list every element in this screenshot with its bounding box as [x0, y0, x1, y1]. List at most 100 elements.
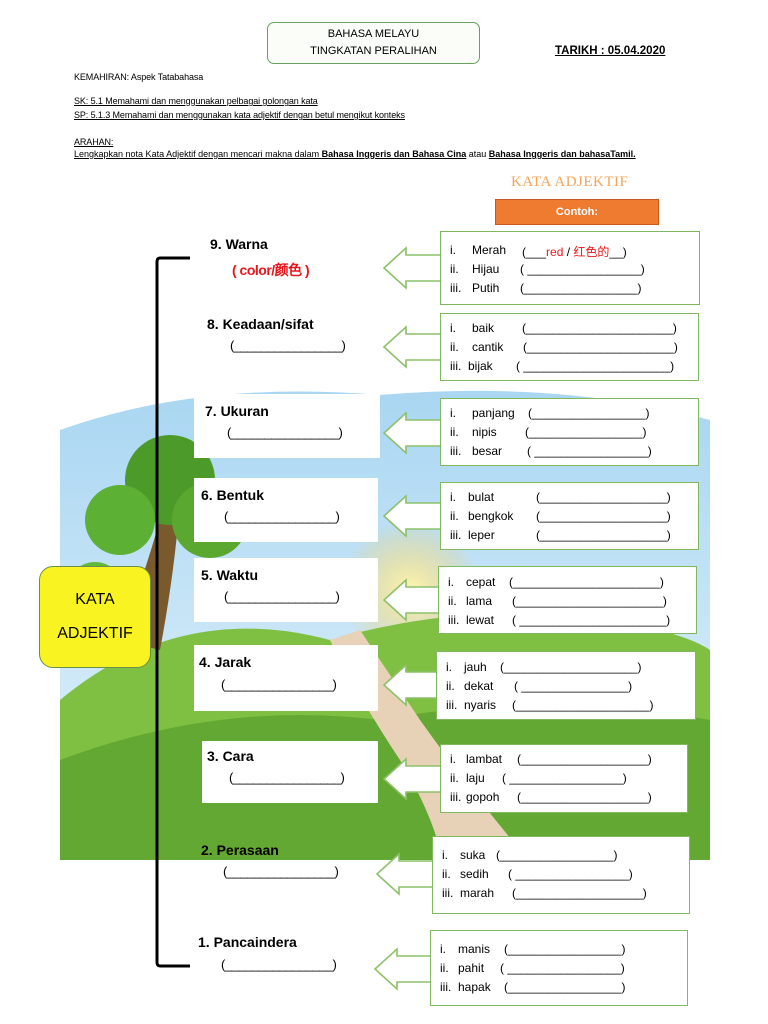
example-row: ii.nipis(_________________) — [450, 425, 646, 439]
example-blank[interactable]: (____________________) — [512, 698, 654, 712]
panel-jarak — [194, 645, 378, 711]
example-num: ii. — [450, 425, 459, 439]
sk-text: SK: 5.1 Memahami dan menggunakan pelbaga… — [74, 96, 318, 106]
example-row: i.suka(_________________) — [442, 848, 617, 862]
example-row: i.panjang(_________________) — [450, 406, 649, 420]
example-blank[interactable]: (___________________) — [536, 490, 671, 504]
arrow-icon — [373, 947, 433, 991]
example-blank[interactable]: (______________________) — [523, 340, 678, 354]
example-row: i.jauh(____________________) — [446, 660, 641, 674]
example-num: ii. — [442, 867, 451, 881]
category-pancaindera: 1. Pancaindera — [198, 934, 297, 950]
category-ukuran-blank[interactable]: (________________) — [227, 425, 343, 440]
example-num: i. — [440, 942, 446, 956]
example-num: i. — [448, 575, 454, 589]
panel-bentuk — [194, 478, 378, 542]
example-blank[interactable]: (_________________) — [504, 942, 626, 956]
example-word: bijak — [468, 359, 493, 373]
answer-close: __) — [609, 245, 627, 259]
example-num: iii. — [450, 281, 462, 295]
example-row: ii.pahit( _________________) — [440, 961, 625, 975]
example-blank[interactable]: (___________________) — [512, 886, 647, 900]
page-title: KATA ADJEKTIF — [511, 174, 629, 190]
category-bentuk: 6. Bentuk — [201, 487, 265, 503]
example-blank[interactable]: ( _________________) — [508, 867, 633, 881]
example-blank[interactable]: ( _________________) — [500, 961, 625, 975]
example-blank[interactable]: (___________________) — [536, 528, 671, 542]
example-word: lama — [466, 594, 493, 608]
example-blank[interactable]: ( ________________) — [514, 679, 633, 693]
example-blank[interactable]: ( _________________) — [520, 262, 645, 276]
arahan-bold-2: Bahasa Inggeris dan bahasaTamil. — [488, 149, 636, 159]
example-blank[interactable]: (______________________) — [522, 321, 677, 335]
category-pancaindera-blank[interactable]: (________________) — [221, 957, 337, 972]
example-blank[interactable]: ( ______________________) — [512, 613, 671, 627]
category-warna-answer: ( color/颜色 ) — [232, 262, 310, 278]
example-word: hapak — [458, 980, 491, 994]
example-row: iii. lewat ( ______________________) — [448, 613, 670, 627]
date-label: TARIKH : 05.04.2020 — [555, 45, 666, 57]
example-word: bengkok — [468, 509, 514, 523]
example-num: iii. — [440, 980, 452, 994]
arrow-icon — [375, 852, 435, 896]
example-num: ii. — [440, 961, 449, 975]
example-blank[interactable]: (_________________) — [504, 980, 626, 994]
example-word: lambat — [466, 752, 503, 766]
example-num: iii. — [450, 359, 462, 373]
example-num: iii. — [448, 613, 460, 627]
answer-chinese: 红色的 — [573, 245, 610, 259]
category-keadaan-blank[interactable]: (________________) — [230, 338, 346, 353]
example-row: iii.marah(___________________) — [442, 886, 647, 900]
example-blank[interactable]: (_________________) — [528, 406, 650, 420]
example-row: ii.bengkok(___________________) — [450, 509, 671, 523]
example-row: i. baik (______________________) — [450, 321, 677, 335]
example-num: iii. — [446, 698, 458, 712]
examples-jarak: i.jauh(____________________) ii.dekat( _… — [436, 651, 696, 720]
answer-open: (___ — [522, 245, 547, 259]
category-waktu: 5. Waktu — [201, 567, 259, 583]
example-blank[interactable]: (_________________) — [520, 281, 642, 295]
example-row: ii. sedih ( _________________) — [442, 867, 633, 881]
category-cara-blank[interactable]: (________________) — [229, 770, 345, 785]
example-word: sedih — [460, 867, 489, 881]
category-jarak-blank[interactable]: (________________) — [221, 677, 337, 692]
contoh-label: Contoh: — [495, 199, 659, 225]
example-blank[interactable]: (___________________) — [536, 509, 671, 523]
example-row: i.bulat(___________________) — [450, 490, 671, 504]
examples-ukuran: i.panjang(_________________) ii.nipis(__… — [440, 398, 699, 466]
category-cara: 3. Cara — [207, 748, 254, 764]
example-blank[interactable]: (____________________) — [500, 660, 642, 674]
arrow-icon — [382, 578, 442, 622]
example-word: baik — [472, 321, 495, 335]
example-num: i. — [450, 243, 456, 257]
example-word: bulat — [468, 490, 495, 504]
example-blank[interactable]: ( _________________) — [527, 444, 652, 458]
example-blank[interactable]: ( ______________________) — [516, 359, 675, 373]
example-row: i.lambat(___________________) — [450, 752, 652, 766]
example-word: cantik — [472, 340, 504, 354]
subject-header: BAHASA MELAYU TINGKATAN PERALIHAN — [267, 22, 480, 64]
category-perasaan-blank[interactable]: (________________) — [223, 864, 339, 879]
example-num: i. — [442, 848, 448, 862]
category-bentuk-blank[interactable]: (________________) — [224, 509, 340, 524]
example-blank[interactable]: ( _________________) — [502, 771, 627, 785]
example-blank[interactable]: (______________________) — [512, 594, 667, 608]
center-line-1: KATA — [75, 591, 115, 608]
example-blank[interactable]: (___________________) — [517, 752, 652, 766]
example-word: marah — [460, 886, 495, 900]
example-word: lewat — [466, 613, 495, 627]
example-blank[interactable]: (______________________) — [509, 575, 664, 589]
category-waktu-blank[interactable]: (________________) — [224, 589, 340, 604]
example-blank[interactable]: (_________________) — [525, 425, 647, 439]
kata-adjektif-center-box: KATA ADJEKTIF — [39, 566, 151, 668]
example-blank[interactable]: (___________________) — [517, 790, 652, 804]
example-word: dekat — [464, 679, 494, 693]
example-num: i. — [450, 321, 456, 335]
arrow-icon — [382, 411, 442, 455]
example-row: i. Merah (___red / 红色的__) — [450, 243, 627, 259]
arrow-icon — [382, 757, 442, 801]
example-word: nyaris — [464, 698, 497, 712]
example-blank[interactable]: (_________________) — [496, 848, 618, 862]
arahan-label: ARAHAN: — [74, 137, 114, 147]
example-word: manis — [458, 942, 491, 956]
